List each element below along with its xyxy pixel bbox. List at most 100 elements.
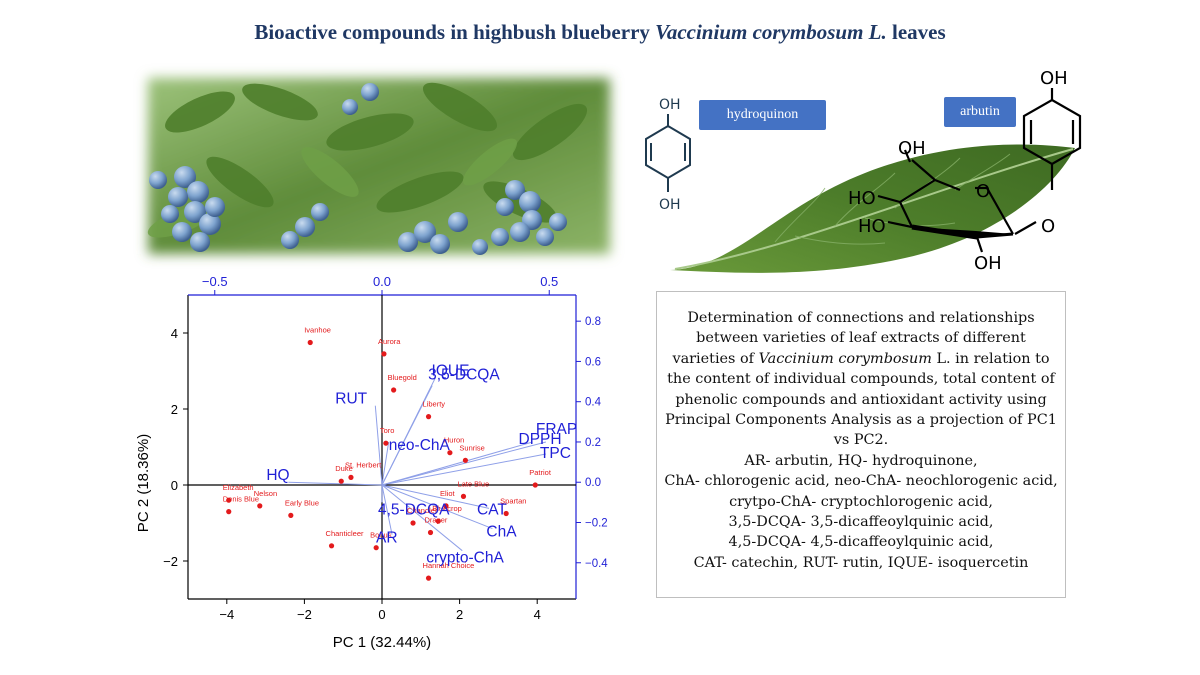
score-label: Bonus [370, 531, 392, 540]
score-label: Patriot [529, 468, 552, 477]
score-point [391, 387, 397, 393]
loading-vector [381, 441, 533, 486]
y-tick-label: 0 [171, 478, 178, 493]
score-point [328, 543, 335, 549]
score-label: Huron [444, 436, 464, 445]
score-point [348, 474, 354, 480]
score-point [425, 414, 432, 420]
score-point [383, 440, 389, 446]
loading-label: AR [376, 530, 398, 547]
right-tick-label: −0.4 [585, 558, 608, 570]
arbutin-ho-left: HO [848, 188, 876, 209]
description-text: Determination of connections and relatio… [665, 310, 1057, 449]
abbrev-2: ChA- chlorogenic acid, neo-ChA- neochlor… [664, 473, 1058, 510]
arbutin-oh-top: OH [1040, 68, 1068, 89]
oh-bottom: OH [659, 197, 681, 213]
loading-vector [381, 484, 493, 530]
score-point [532, 482, 538, 488]
y-tick-label: 4 [171, 326, 178, 341]
score-label: Late Blue [457, 479, 489, 488]
abbrev-4: 4,5-DCQA- 4,5-dicaffeoylquinic acid, [728, 534, 994, 551]
y-axis-label: PC 2 (18.36%) [135, 434, 152, 532]
right-tick-label: 0.4 [585, 397, 602, 409]
score-label: Sunrise [459, 443, 484, 452]
score-label: Denis Blue [223, 495, 259, 504]
right-tick-label: 0.0 [585, 477, 601, 489]
score-point [462, 457, 469, 463]
score-point [503, 510, 509, 517]
y-tick-label: 2 [171, 402, 178, 417]
oh-top: OH [659, 97, 681, 113]
hydroquinone-structure: OH OH [645, 97, 691, 213]
loading-label: IQUE [432, 363, 470, 380]
top-tick-label: −0.5 [202, 274, 228, 289]
loading-label: HQ [266, 467, 289, 484]
loading-label: CAT [477, 501, 507, 518]
loading-vector [381, 385, 433, 486]
loading-label: 3,5-DCQA [428, 367, 500, 384]
arbutin-oh-ch2: OH [898, 138, 926, 159]
loading-label: FRAP [536, 421, 577, 438]
loading-label: ChA [486, 524, 517, 541]
score-point [425, 575, 432, 581]
x-tick-label: 2 [456, 607, 463, 622]
score-point [381, 351, 387, 357]
loading-label: DPPH [519, 431, 562, 448]
right-tick-label: 0.6 [585, 356, 601, 368]
score-label: Early Blue [285, 498, 319, 507]
x-tick-label: −4 [219, 607, 234, 622]
score-label: St. Herbert [345, 460, 382, 469]
y-tick-label: −2 [163, 554, 178, 569]
right-tick-label: −0.2 [585, 517, 608, 529]
description-box: Determination of connections and relatio… [656, 291, 1066, 598]
score-point [427, 529, 434, 536]
loading-label: crypto-ChA [426, 550, 504, 567]
score-label: Chanticleer [326, 529, 364, 538]
loading-label: RUT [335, 391, 367, 408]
arbutin-o-link: O [1041, 216, 1055, 237]
abbrev-1: AR- arbutin, HQ- hydroquinone, [744, 452, 978, 469]
score-label: Bluegold [388, 373, 417, 382]
score-label: Liberty [423, 400, 446, 409]
page-title: Bioactive compounds in highbush blueberr… [254, 20, 946, 44]
score-point [443, 503, 449, 509]
blueberry-photo [147, 78, 610, 255]
score-label: Eliot [440, 489, 456, 498]
score-label: Elizabeth [223, 483, 254, 492]
arbutin-o-ring: O [976, 181, 990, 202]
hydroquinon-label: hydroquinon [699, 100, 826, 130]
loading-vector [381, 453, 546, 486]
loading-label: TPC [540, 445, 571, 462]
score-label: Spartan [500, 497, 526, 506]
loading-vector [288, 481, 383, 486]
arbutin-ho-lower: HO [858, 216, 886, 237]
score-point [435, 518, 441, 524]
arbutin-label: arbutin [944, 97, 1016, 127]
score-label: Nelson [254, 489, 277, 498]
score-label: Aurora [378, 337, 401, 346]
loading-vector [374, 405, 383, 486]
right-tick-label: 0.2 [585, 437, 601, 449]
loading-vector [381, 484, 393, 535]
score-point [257, 503, 263, 509]
loading-label: neo-ChA [389, 437, 451, 454]
score-label: Bluecrop [432, 504, 462, 513]
score-point [460, 493, 467, 499]
top-tick-label: 0.5 [540, 274, 558, 289]
right-tick-label: 0.8 [585, 316, 601, 328]
top-tick-label: 0.0 [373, 274, 391, 289]
score-label: Toro [380, 426, 395, 435]
arbutin-structure: OH O O OH HO HO OH [848, 68, 1082, 274]
score-point [226, 497, 232, 503]
loading-label: 4,5-DCQA [378, 501, 450, 518]
abbrev-3: 3,5-DCQA- 3,5-dicaffeoylquinic acid, [728, 514, 994, 531]
score-point [288, 512, 294, 518]
x-tick-label: 4 [534, 607, 541, 622]
abbrev-5: CAT- catechin, RUT- rutin, IQUE- isoquer… [693, 554, 1029, 571]
x-axis-label: PC 1 (32.44%) [333, 634, 431, 651]
score-label: Hannah Choice [423, 561, 475, 570]
loading-vector [381, 484, 463, 552]
score-label: Ivanhoe [304, 326, 331, 335]
score-label: Chandler [407, 506, 438, 515]
